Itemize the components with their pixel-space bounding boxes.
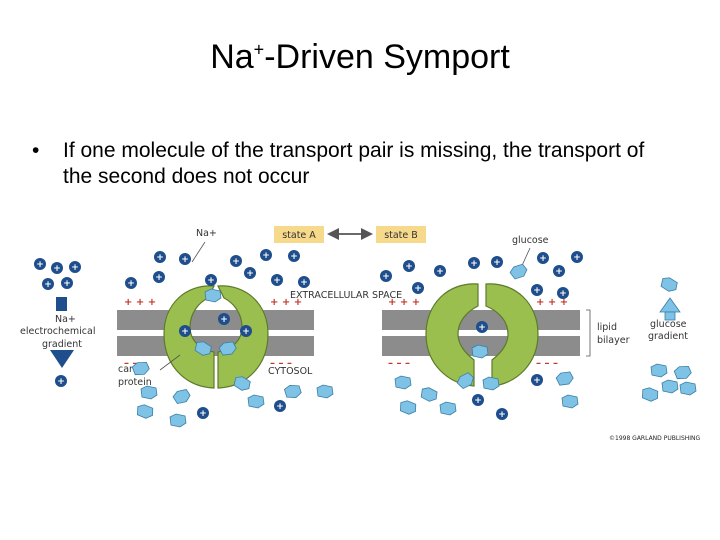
bullet-text: If one molecule of the transport pair is… — [63, 139, 645, 188]
svg-text:+ + +: + + + — [124, 297, 156, 308]
lipid-label-1: lipid — [597, 322, 617, 333]
glucose-label: glucose — [512, 235, 549, 246]
glucose-gradient: glucose gradient — [648, 297, 688, 342]
sodium-ions — [34, 249, 583, 420]
membrane-left — [117, 310, 314, 356]
na-gradient-label-1: Na+ — [55, 314, 76, 325]
title-main: Na — [210, 38, 254, 76]
svg-text:– – –: – – – — [536, 358, 558, 369]
state-b-box: state B — [376, 226, 426, 243]
extracellular-label: EXTRACELLULAR SPACE — [290, 290, 402, 301]
glucose-gradient-label-1: glucose — [650, 319, 687, 330]
svg-text:+ + +: + + + — [536, 297, 568, 308]
svg-text:+ + +: + + + — [388, 297, 420, 308]
na-gradient-label-2: electrochemical — [20, 326, 95, 337]
state-b-label: state B — [384, 230, 418, 241]
state-a-label: state A — [282, 230, 316, 241]
slide-title: Na+-Driven Symport — [0, 38, 720, 77]
svg-text:+ + +: + + + — [270, 297, 302, 308]
cytosol-label: CYTOSOL — [268, 366, 313, 377]
lipid-label-2: bilayer — [597, 335, 630, 346]
svg-text:– – –: – – – — [270, 358, 292, 369]
na-gradient-label-3: gradient — [42, 339, 82, 350]
carrier-label-2: protein — [118, 377, 152, 388]
state-a-box: state A — [274, 226, 324, 243]
copyright: ©1998 GARLAND PUBLISHING — [609, 435, 701, 442]
carrier-protein-state-b — [425, 283, 539, 387]
title-rest: -Driven Symport — [264, 38, 510, 76]
title-superscript: + — [253, 39, 265, 60]
na-label: Na+ — [196, 228, 217, 239]
na-gradient: Na+ electrochemical gradient — [20, 297, 95, 368]
glucose-gradient-label-2: gradient — [648, 331, 688, 342]
bullet-dot: • — [32, 139, 40, 162]
charge-signs: + + + + + + + + + + + + – – – – – – – – … — [124, 297, 568, 369]
svg-text:– – –: – – – — [124, 358, 146, 369]
svg-text:– – –: – – – — [388, 358, 410, 369]
